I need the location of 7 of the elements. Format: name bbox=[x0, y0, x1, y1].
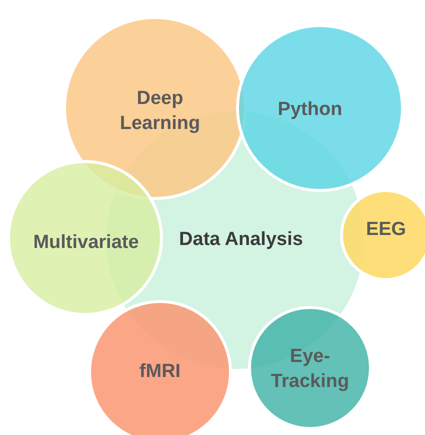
bubble-label: Multivariate bbox=[33, 230, 139, 255]
bubble-label: Python bbox=[278, 98, 342, 122]
bubble-label: Data Analysis bbox=[179, 228, 303, 252]
bubble-label: fMRI bbox=[139, 360, 181, 384]
bubble-label: Eye-Tracking bbox=[270, 345, 350, 394]
bubble-label: EEG bbox=[366, 218, 406, 242]
bubble-label: Deep Learning bbox=[118, 87, 202, 136]
